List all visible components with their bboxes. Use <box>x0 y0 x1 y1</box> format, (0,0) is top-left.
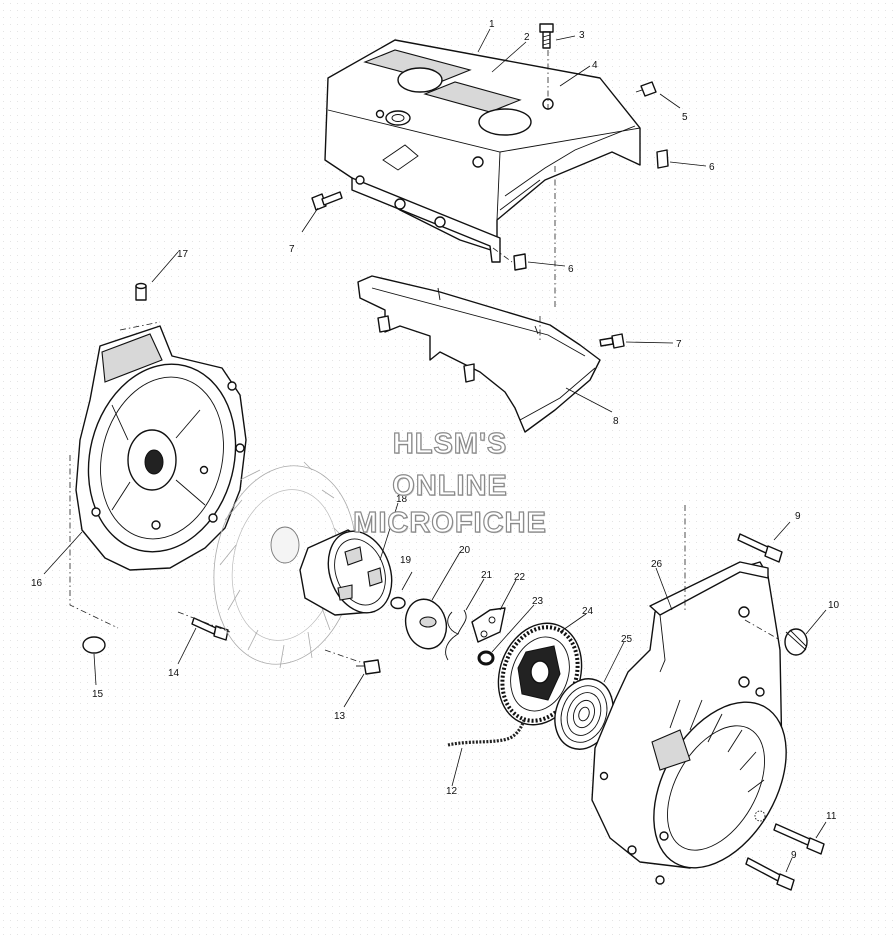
washer-20 <box>404 598 448 650</box>
bolt-9-upper <box>737 533 783 563</box>
bolt-11 <box>773 823 825 855</box>
bolt-3 <box>539 23 554 49</box>
callout-20: 20 <box>459 545 471 556</box>
callout-16: 16 <box>31 578 43 589</box>
watermark-line-2: ONLINE <box>392 469 508 502</box>
callout-21: 21 <box>481 570 493 581</box>
pawl-22 <box>471 607 506 643</box>
callout-18: 18 <box>396 494 408 505</box>
callout-15: 15 <box>92 689 104 700</box>
callout-4: 4 <box>592 60 598 71</box>
callout-labels: 1 2 3 4 5 6 6 7 7 8 17 16 15 14 13 18 19… <box>31 19 840 861</box>
callout-24: 24 <box>582 606 594 617</box>
callout-12: 12 <box>446 786 458 797</box>
watermark-line-1: HLSM'S <box>392 427 508 460</box>
grommet-6-lower <box>513 253 527 271</box>
callout-3: 3 <box>579 30 585 41</box>
knob-10 <box>784 628 808 656</box>
callout-2: 2 <box>524 32 530 43</box>
callout-11: 11 <box>826 811 837 822</box>
starter-cup-18 <box>299 529 393 616</box>
callout-22: 22 <box>514 572 526 583</box>
screw-7-right <box>599 333 625 349</box>
spring-clip-21 <box>445 609 467 661</box>
callout-19: 19 <box>400 555 412 566</box>
callout-10: 10 <box>828 600 840 611</box>
fan-housing <box>75 325 247 571</box>
callout-7-right: 7 <box>676 339 682 350</box>
callout-6-upper: 6 <box>709 162 715 173</box>
centre-lines <box>69 50 781 663</box>
callout-23: 23 <box>532 596 544 607</box>
starter-rope-12 <box>447 719 526 747</box>
lower-duct <box>357 275 601 433</box>
leader-lines <box>43 28 827 873</box>
bolt-13 <box>356 659 381 675</box>
spacer-17 <box>135 282 147 301</box>
engine-shroud <box>324 39 641 263</box>
callout-7-upper: 7 <box>289 244 295 255</box>
callout-13: 13 <box>334 711 346 722</box>
watermark-line-3: MICROFICHE <box>353 506 547 539</box>
bolt-14 <box>191 617 229 641</box>
callout-5: 5 <box>682 112 688 123</box>
screw-7-upper <box>311 191 343 211</box>
callout-9-lower: 9 <box>791 850 797 861</box>
o-ring-23 <box>477 650 495 666</box>
callout-1: 1 <box>489 19 495 30</box>
bolt-9-lower <box>745 857 795 891</box>
callout-14: 14 <box>168 668 180 679</box>
nut-19 <box>390 596 406 610</box>
callout-25: 25 <box>621 634 633 645</box>
plug-15 <box>82 636 106 654</box>
callout-9-upper: 9 <box>795 511 801 522</box>
grommet-6-upper <box>656 149 669 169</box>
screw-5 <box>635 81 657 97</box>
callout-26: 26 <box>651 559 663 570</box>
callout-17: 17 <box>177 249 189 260</box>
recoil-housing-26 <box>591 561 787 885</box>
callout-6-lower: 6 <box>568 264 574 275</box>
callout-8: 8 <box>613 416 619 427</box>
